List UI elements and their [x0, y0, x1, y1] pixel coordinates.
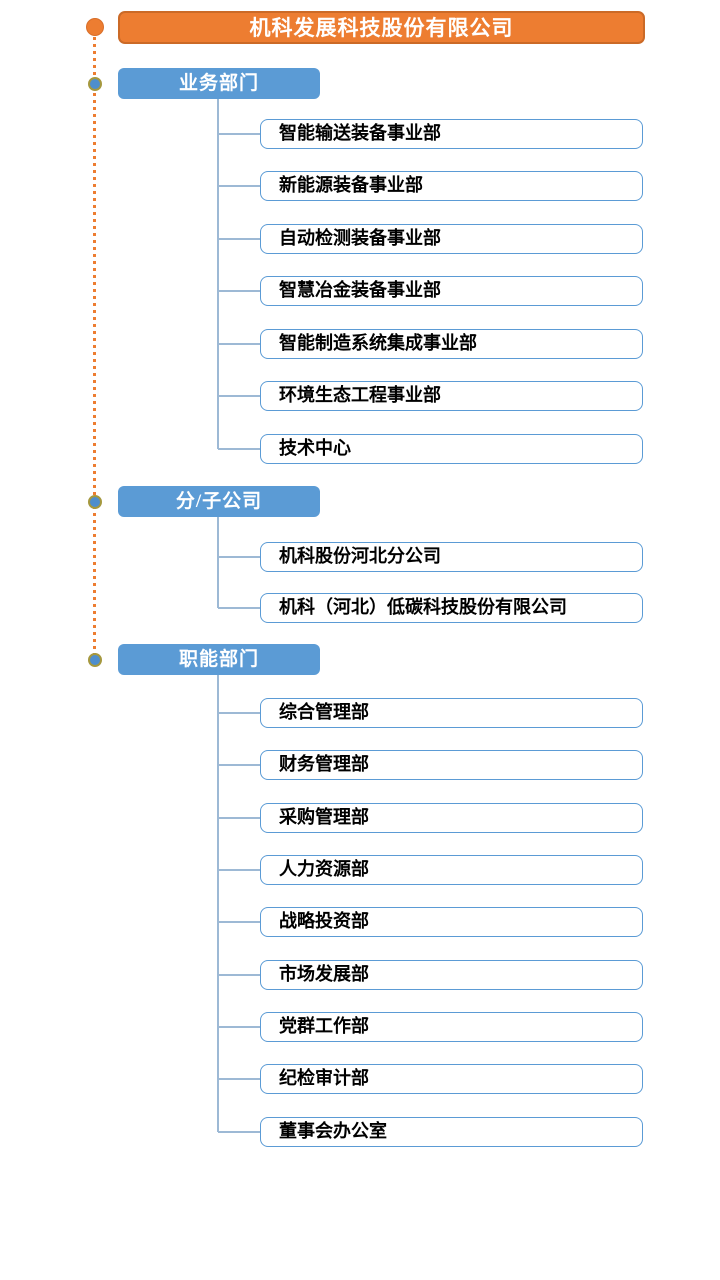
connector-stub	[218, 1078, 260, 1080]
item-node-business-departments-2: 自动检测装备事业部	[260, 224, 643, 254]
item-node-label: 采购管理部	[279, 807, 369, 827]
item-node-functional-departments-0: 综合管理部	[260, 698, 643, 728]
section-header-label: 分/子公司	[175, 491, 263, 512]
connector-stub	[218, 869, 260, 871]
section-dot-functional-departments	[88, 652, 102, 667]
item-node-label: 智能制造系统集成事业部	[279, 333, 477, 353]
item-node-business-departments-6: 技术中心	[260, 434, 643, 464]
item-node-label: 机科（河北）低碳科技股份有限公司	[279, 597, 567, 617]
connector-stub	[218, 712, 260, 714]
item-node-label: 技术中心	[279, 438, 351, 458]
item-node-label: 机科股份河北分公司	[279, 546, 441, 566]
item-node-label: 党群工作部	[279, 1016, 369, 1036]
connector-stub	[218, 974, 260, 976]
item-node-label: 人力资源部	[279, 859, 369, 879]
item-node-label: 自动检测装备事业部	[279, 228, 441, 248]
connector-stub	[218, 764, 260, 766]
connector-vertical-branch-subsidiaries	[217, 517, 219, 608]
connector-stub	[218, 238, 260, 240]
item-node-label: 纪检审计部	[279, 1068, 369, 1088]
connector-stub	[218, 185, 260, 187]
item-node-functional-departments-4: 战略投资部	[260, 907, 643, 937]
connector-stub	[218, 921, 260, 923]
section-dot-business-departments	[88, 76, 102, 91]
item-node-branch-subsidiaries-0: 机科股份河北分公司	[260, 542, 643, 572]
section-header-branch-subsidiaries: 分/子公司	[118, 486, 320, 517]
item-node-functional-departments-7: 纪检审计部	[260, 1064, 643, 1094]
root-node-dot	[86, 18, 104, 36]
item-node-label: 董事会办公室	[279, 1121, 387, 1141]
section-header-label: 职能部门	[178, 649, 259, 670]
item-node-label: 综合管理部	[279, 702, 369, 722]
item-node-branch-subsidiaries-1: 机科（河北）低碳科技股份有限公司	[260, 593, 643, 623]
connector-stub	[218, 290, 260, 292]
item-node-functional-departments-5: 市场发展部	[260, 960, 643, 990]
company-root-node: 机科发展科技股份有限公司	[118, 11, 645, 44]
connector-stub	[218, 343, 260, 345]
section-header-business-departments: 业务部门	[118, 68, 320, 99]
section-header-label: 业务部门	[178, 73, 259, 94]
item-node-functional-departments-6: 党群工作部	[260, 1012, 643, 1042]
connector-vertical-functional-departments	[217, 675, 219, 1132]
section-dot-branch-subsidiaries	[88, 494, 102, 509]
connector-stub	[218, 448, 260, 450]
item-node-functional-departments-2: 采购管理部	[260, 803, 643, 833]
item-node-business-departments-3: 智慧冶金装备事业部	[260, 276, 643, 306]
connector-stub	[218, 1026, 260, 1028]
item-node-business-departments-0: 智能输送装备事业部	[260, 119, 643, 149]
connector-stub	[218, 556, 260, 558]
item-node-label: 财务管理部	[279, 754, 369, 774]
item-node-label: 智能输送装备事业部	[279, 123, 441, 143]
item-node-business-departments-1: 新能源装备事业部	[260, 171, 643, 201]
company-title: 机科发展科技股份有限公司	[249, 16, 514, 40]
dotted-spine-line	[93, 30, 96, 659]
item-node-functional-departments-3: 人力资源部	[260, 855, 643, 885]
section-header-functional-departments: 职能部门	[118, 644, 320, 675]
connector-stub	[218, 817, 260, 819]
item-node-business-departments-4: 智能制造系统集成事业部	[260, 329, 643, 359]
connector-stub	[218, 607, 260, 609]
item-node-label: 智慧冶金装备事业部	[279, 280, 441, 300]
connector-stub	[218, 395, 260, 397]
connector-stub	[218, 133, 260, 135]
item-node-business-departments-5: 环境生态工程事业部	[260, 381, 643, 411]
item-node-label: 战略投资部	[279, 911, 369, 931]
item-node-functional-departments-1: 财务管理部	[260, 750, 643, 780]
item-node-label: 新能源装备事业部	[279, 175, 423, 195]
connector-vertical-business-departments	[217, 99, 219, 449]
item-node-label: 环境生态工程事业部	[279, 385, 441, 405]
connector-stub	[218, 1131, 260, 1133]
item-node-functional-departments-8: 董事会办公室	[260, 1117, 643, 1147]
item-node-label: 市场发展部	[279, 964, 369, 984]
